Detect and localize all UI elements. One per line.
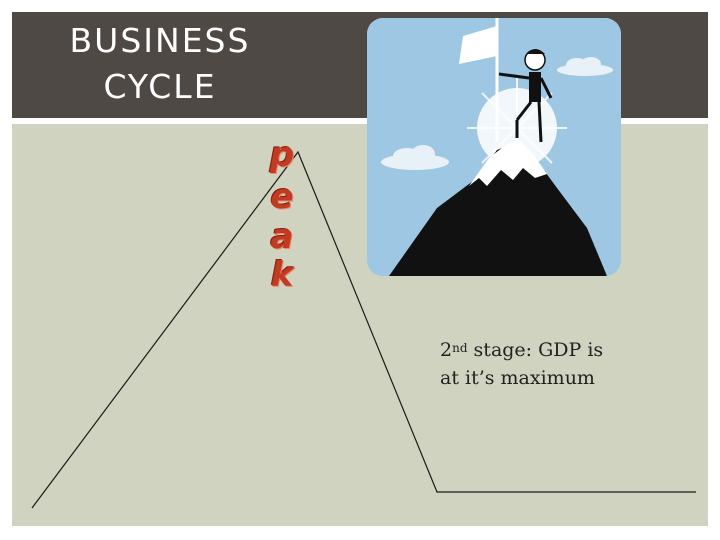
mountain-climber-flag-icon <box>367 18 621 276</box>
peak-letter-k: k <box>270 255 294 295</box>
stage-ordinal-suffix: nd <box>452 341 468 355</box>
title-line-1: BUSINESS <box>69 21 251 60</box>
peak-letter-a: a <box>270 217 294 257</box>
stage-description: 2nd stage: GDP is at it’s maximum <box>440 336 690 392</box>
stage-line-1: 2nd stage: GDP is <box>440 336 690 364</box>
peak-letter-e: e <box>270 177 294 217</box>
stage-line-1-rest: stage: GDP is <box>467 339 604 361</box>
title-line-2: CYCLE <box>103 67 217 106</box>
slide-title: BUSINESS CYCLE <box>40 18 280 110</box>
peak-letter-p: p <box>269 135 295 175</box>
stage-ordinal: 2 <box>440 339 453 361</box>
stage-line-2: at it’s maximum <box>440 367 595 389</box>
cycle-path <box>31 150 696 509</box>
